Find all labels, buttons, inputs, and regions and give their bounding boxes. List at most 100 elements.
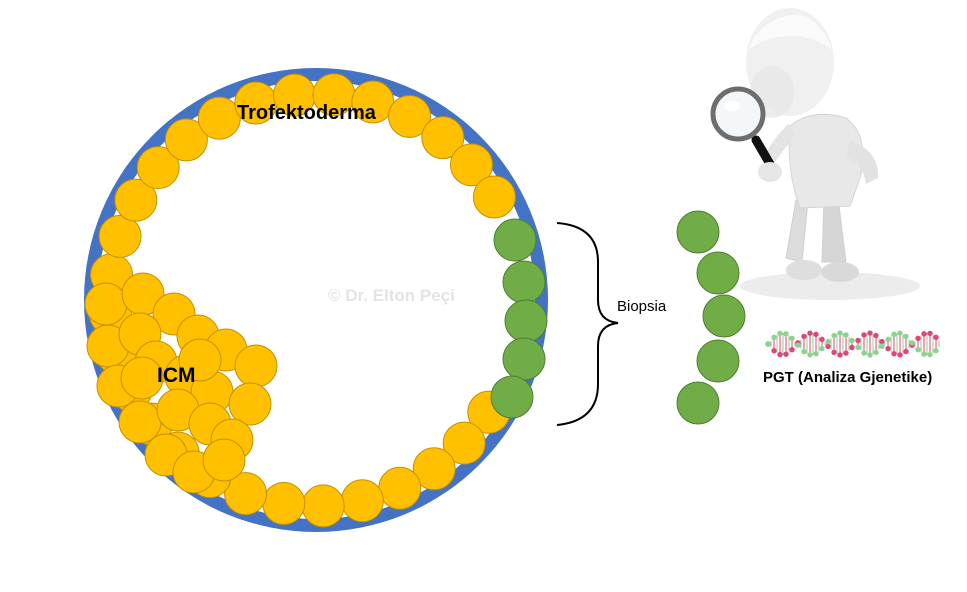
trophectoderm-cell [449,143,493,187]
icm-cell [120,356,164,400]
dna-bead [783,331,789,337]
dna-bead [933,347,939,354]
biopsied-cells [676,210,746,425]
dna-bead [867,352,873,358]
dna-bead [831,332,837,339]
dna-bead [801,333,807,340]
dna-bead [885,336,891,343]
dna-bead [921,351,927,357]
dna-bead [849,337,855,344]
dna-bead [771,347,777,354]
dna-bead [915,346,921,353]
icm-cell [202,438,246,482]
trophectoderm-cell [224,472,268,516]
trophectoderm-cell [98,214,142,258]
dna-bead [891,351,897,357]
trophectoderm-cell [136,146,180,190]
dna-bead [813,351,819,357]
biopsied-cell [676,210,720,254]
icm-cell [118,400,162,444]
dna-bead [807,330,813,336]
trophectoderm-cell [301,484,345,528]
dna-bead [819,336,825,343]
dna-bead [897,352,903,358]
dna-bead [777,330,783,337]
dna-bead [891,331,897,337]
magnifying-glass-icon [710,86,782,182]
dna-bead [885,345,891,352]
biopsy-cell [502,260,546,304]
dna-bead [801,348,807,355]
dna-bead [933,334,939,341]
icm-cell [178,338,222,382]
pgt-label: PGT (Analiza Gjenetike) [763,369,933,386]
dna-bead [789,335,795,342]
trophectoderm-cell [378,466,422,510]
dna-bead [843,332,849,338]
trophectoderm-label: Trofektoderma [237,102,376,124]
trophectoderm-cell [262,481,306,525]
dna-bead [879,343,885,350]
dna-bead [777,351,783,358]
dna-bead [789,346,795,353]
dna-bead [825,343,831,350]
trophectoderm-cell [114,178,158,222]
icm-cell [84,282,128,326]
curly-brace [556,222,619,426]
biopsied-cell [696,339,740,383]
icm-label: ICM [157,364,196,387]
dna-bead [849,344,855,351]
dna-bead [783,351,789,357]
icm-cell [234,344,278,388]
icm-cell [228,382,272,426]
trophectoderm-cell [472,175,516,219]
dna-bead [927,351,933,358]
biopsied-cell [676,381,720,425]
trophectoderm-cell [421,116,465,160]
trophectoderm-cell [164,118,208,162]
biopsy-cell [493,218,537,262]
watermark: © Dr. Elton Peçi [328,286,455,305]
icm-cells [84,272,278,494]
dna-bead [861,332,867,338]
dna-bead [807,352,813,358]
biopsy-cells-in-embryo [490,218,548,419]
dna-bead [813,331,819,337]
dna-bead [867,330,873,336]
trophectoderm-cell [412,447,456,491]
dna-bead [903,348,909,355]
dna-bead [831,349,837,356]
dna-bead [903,333,909,340]
dna-bead [855,344,861,351]
dna-bead [897,330,903,336]
dna-bead [765,341,771,347]
dna-bead [873,349,879,356]
dna-bead [771,334,777,341]
dna-bead [927,330,933,337]
dna-bead [879,338,885,345]
trophectoderm-cell [442,421,486,465]
biopsy-label: Biopsia [617,298,667,315]
dna-bead [837,352,843,358]
biopsied-cell [696,251,740,295]
biopsy-cell [502,337,546,381]
dna-bead [819,345,825,352]
biopsy-cell [490,375,534,419]
trophectoderm-cell [340,479,384,523]
dna-bead [909,340,915,346]
dna-bead [795,342,801,348]
trophectoderm-cell [388,94,432,138]
trophectoderm-cell [197,96,241,140]
biopsied-cell [702,294,746,338]
biopsy-cell [504,299,548,343]
dna-bead [921,331,927,337]
dna-bead [843,350,849,356]
dna-bead [855,337,861,344]
dna-bead [825,338,831,345]
dna-bead [915,335,921,342]
dna-bead [873,332,879,339]
dna-bead [861,350,867,356]
dna-icon [765,330,940,358]
dna-bead [837,330,843,336]
